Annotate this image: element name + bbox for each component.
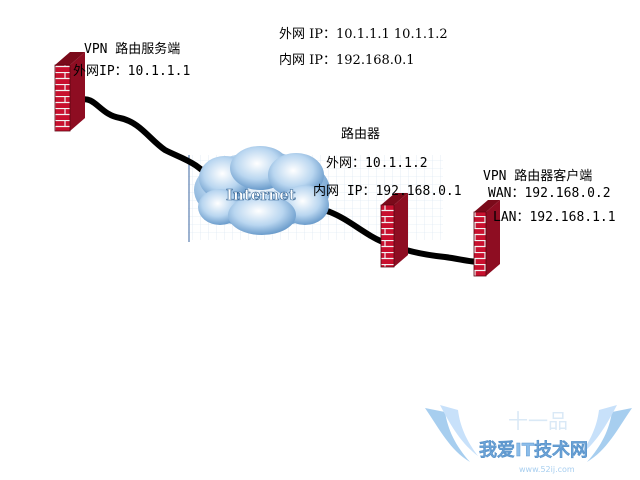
router-title: 路由器	[341, 127, 381, 142]
firewall-icon	[380, 193, 408, 268]
watermark-logo: 十一品 我爱IT技术网 www.52ij.com	[425, 405, 632, 474]
vpn-client-wan: WAN：192.168.0.2	[488, 186, 611, 201]
vpn-client-lan: LAN：192.168.1.1	[493, 210, 616, 225]
watermark-text: 我爱IT技术网	[479, 439, 588, 461]
inner-ip-label: 内网 IP：192.168.0.1	[279, 53, 415, 68]
vpn-client-title: VPN 路由器客户端	[483, 169, 593, 184]
internet-cloud-icon	[194, 146, 330, 235]
watermark-url: www.52ij.com	[519, 465, 575, 474]
router-outer-ip: 外网：10.1.1.2	[326, 156, 428, 171]
cloud-label: Internet	[226, 186, 296, 204]
outer-ip-label: 外网 IP：10.1.1.1 10.1.1.2	[279, 27, 448, 42]
vpn-server-title: VPN 路由服务端	[84, 42, 181, 57]
firewall-icon	[54, 52, 85, 132]
svg-text:十一品: 十一品	[508, 409, 568, 433]
vpn-server-outer-ip: 外网IP：10.1.1.1	[73, 64, 191, 79]
router-inner-ip: 内网 IP：192.168.0.1	[313, 184, 462, 199]
firewall-icon	[473, 200, 500, 277]
